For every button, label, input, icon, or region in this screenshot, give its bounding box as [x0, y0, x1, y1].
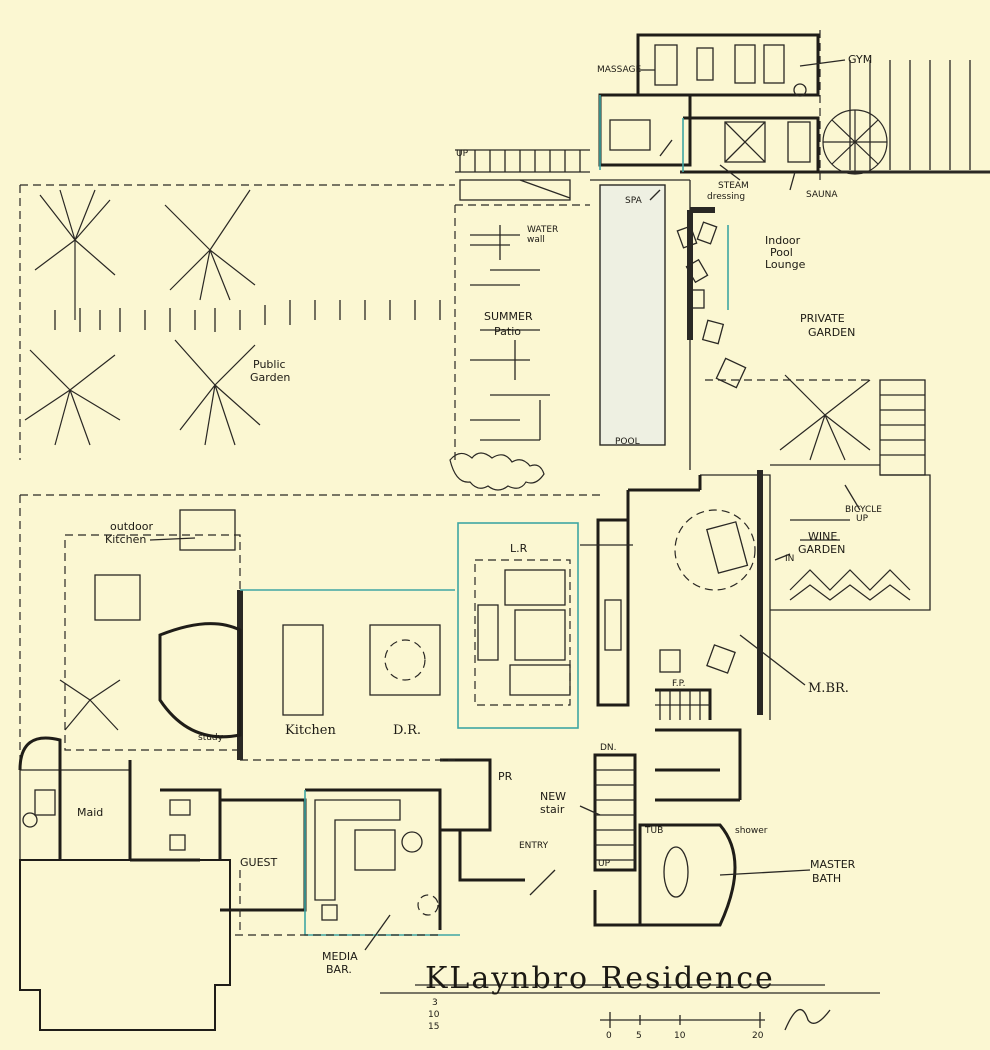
label-kitchen-outdoor: Kitchen — [105, 533, 146, 546]
label-water-wall: WATER wall — [527, 225, 561, 245]
label-new-stair: NEW stair — [540, 790, 570, 816]
label-lr: L.R — [510, 542, 528, 555]
label-media: MEDIA — [322, 950, 358, 963]
drawing-date: 3 10 15 — [428, 998, 442, 1032]
label-private-garden: PRIVATE GARDEN — [800, 312, 855, 339]
pool-area — [449, 179, 747, 491]
label-shower: shower — [735, 826, 768, 836]
label-fp: F.P. — [672, 679, 685, 689]
label-garden-public: Garden — [250, 371, 290, 384]
leader-lines — [149, 59, 861, 951]
label-steam: STEAM — [718, 181, 749, 191]
label-dn: DN. — [600, 743, 617, 753]
label-master-bath: MASTER BATH — [810, 858, 859, 885]
label-bicycle-up-word: UP — [856, 514, 869, 524]
label-private: PRIVATE — [800, 312, 845, 325]
label-new: NEW — [540, 790, 566, 803]
label-dr: D.R. — [393, 723, 421, 738]
label-summer: SUMMER — [484, 310, 533, 323]
label-public: Public — [253, 358, 286, 371]
label-up-stair: UP — [598, 859, 611, 869]
label-summer-patio: SUMMER Patio — [484, 310, 536, 338]
label-up: UP — [456, 149, 469, 159]
label-wine: WINE — [808, 530, 837, 543]
label-pool: POOL — [615, 437, 640, 447]
drawing-title: KLaynbro Residence — [425, 961, 775, 996]
label-indoor: Indoor — [765, 234, 801, 247]
room-labels: MASSAGE GYM UP STEAM dressing SAUNA SPA … — [77, 53, 885, 1041]
label-maid: Maid — [77, 806, 103, 819]
label-in: IN — [785, 554, 794, 564]
private-garden — [700, 374, 931, 720]
label-spa: SPA — [625, 196, 643, 206]
scale-20: 20 — [752, 1031, 764, 1041]
date-month: 3 — [432, 998, 438, 1008]
site-boundary — [19, 30, 990, 770]
label-outdoor: outdoor — [110, 520, 153, 533]
label-bicycle-up: BICYCLE UP — [845, 505, 885, 524]
label-pr: PR — [498, 770, 513, 783]
label-wine-garden: WINE GARDEN — [798, 530, 845, 556]
label-patio: Patio — [494, 325, 521, 338]
public-garden-trees — [24, 189, 441, 446]
scale-10: 10 — [674, 1031, 686, 1041]
label-bath: BATH — [812, 872, 841, 885]
label-media-bar: MEDIA BAR. — [322, 950, 361, 976]
main-house — [18, 470, 763, 1031]
label-massage: MASSAGE — [597, 65, 641, 75]
label-kitchen: Kitchen — [285, 723, 336, 738]
label-outdoor-kitchen: outdoor Kitchen — [105, 520, 156, 546]
label-garden: GARDEN — [808, 326, 855, 339]
spa-wing — [598, 33, 888, 175]
label-public-garden: Public Garden — [250, 358, 290, 384]
label-tub: TUB — [644, 826, 663, 836]
label-steam-dressing: STEAM dressing — [707, 181, 752, 202]
label-master: MASTER — [810, 858, 856, 871]
label-dressing: dressing — [707, 192, 745, 202]
date-day: 10 — [428, 1010, 440, 1020]
scale-0: 0 — [606, 1031, 612, 1041]
label-water: WATER — [527, 225, 558, 235]
title-block — [380, 984, 880, 1031]
label-sauna: SAUNA — [806, 190, 838, 200]
label-wine-garden-word: GARDEN — [798, 543, 845, 556]
label-stair: stair — [540, 803, 565, 816]
label-pool-word: Pool — [770, 246, 793, 259]
label-bar: BAR. — [326, 963, 352, 976]
scale-5: 5 — [636, 1031, 642, 1041]
label-bicycle: BICYCLE — [845, 505, 882, 515]
label-gym: GYM — [848, 53, 872, 66]
label-guest: GUEST — [240, 856, 278, 869]
label-mbr: M.BR. — [808, 681, 849, 696]
label-indoor-pool-lounge: Indoor Pool Lounge — [765, 234, 806, 271]
label-entry: ENTRY — [519, 841, 549, 851]
label-lounge: Lounge — [765, 258, 806, 271]
label-study: study — [198, 733, 224, 743]
label-wall: wall — [527, 235, 545, 245]
date-year: 15 — [428, 1022, 439, 1032]
